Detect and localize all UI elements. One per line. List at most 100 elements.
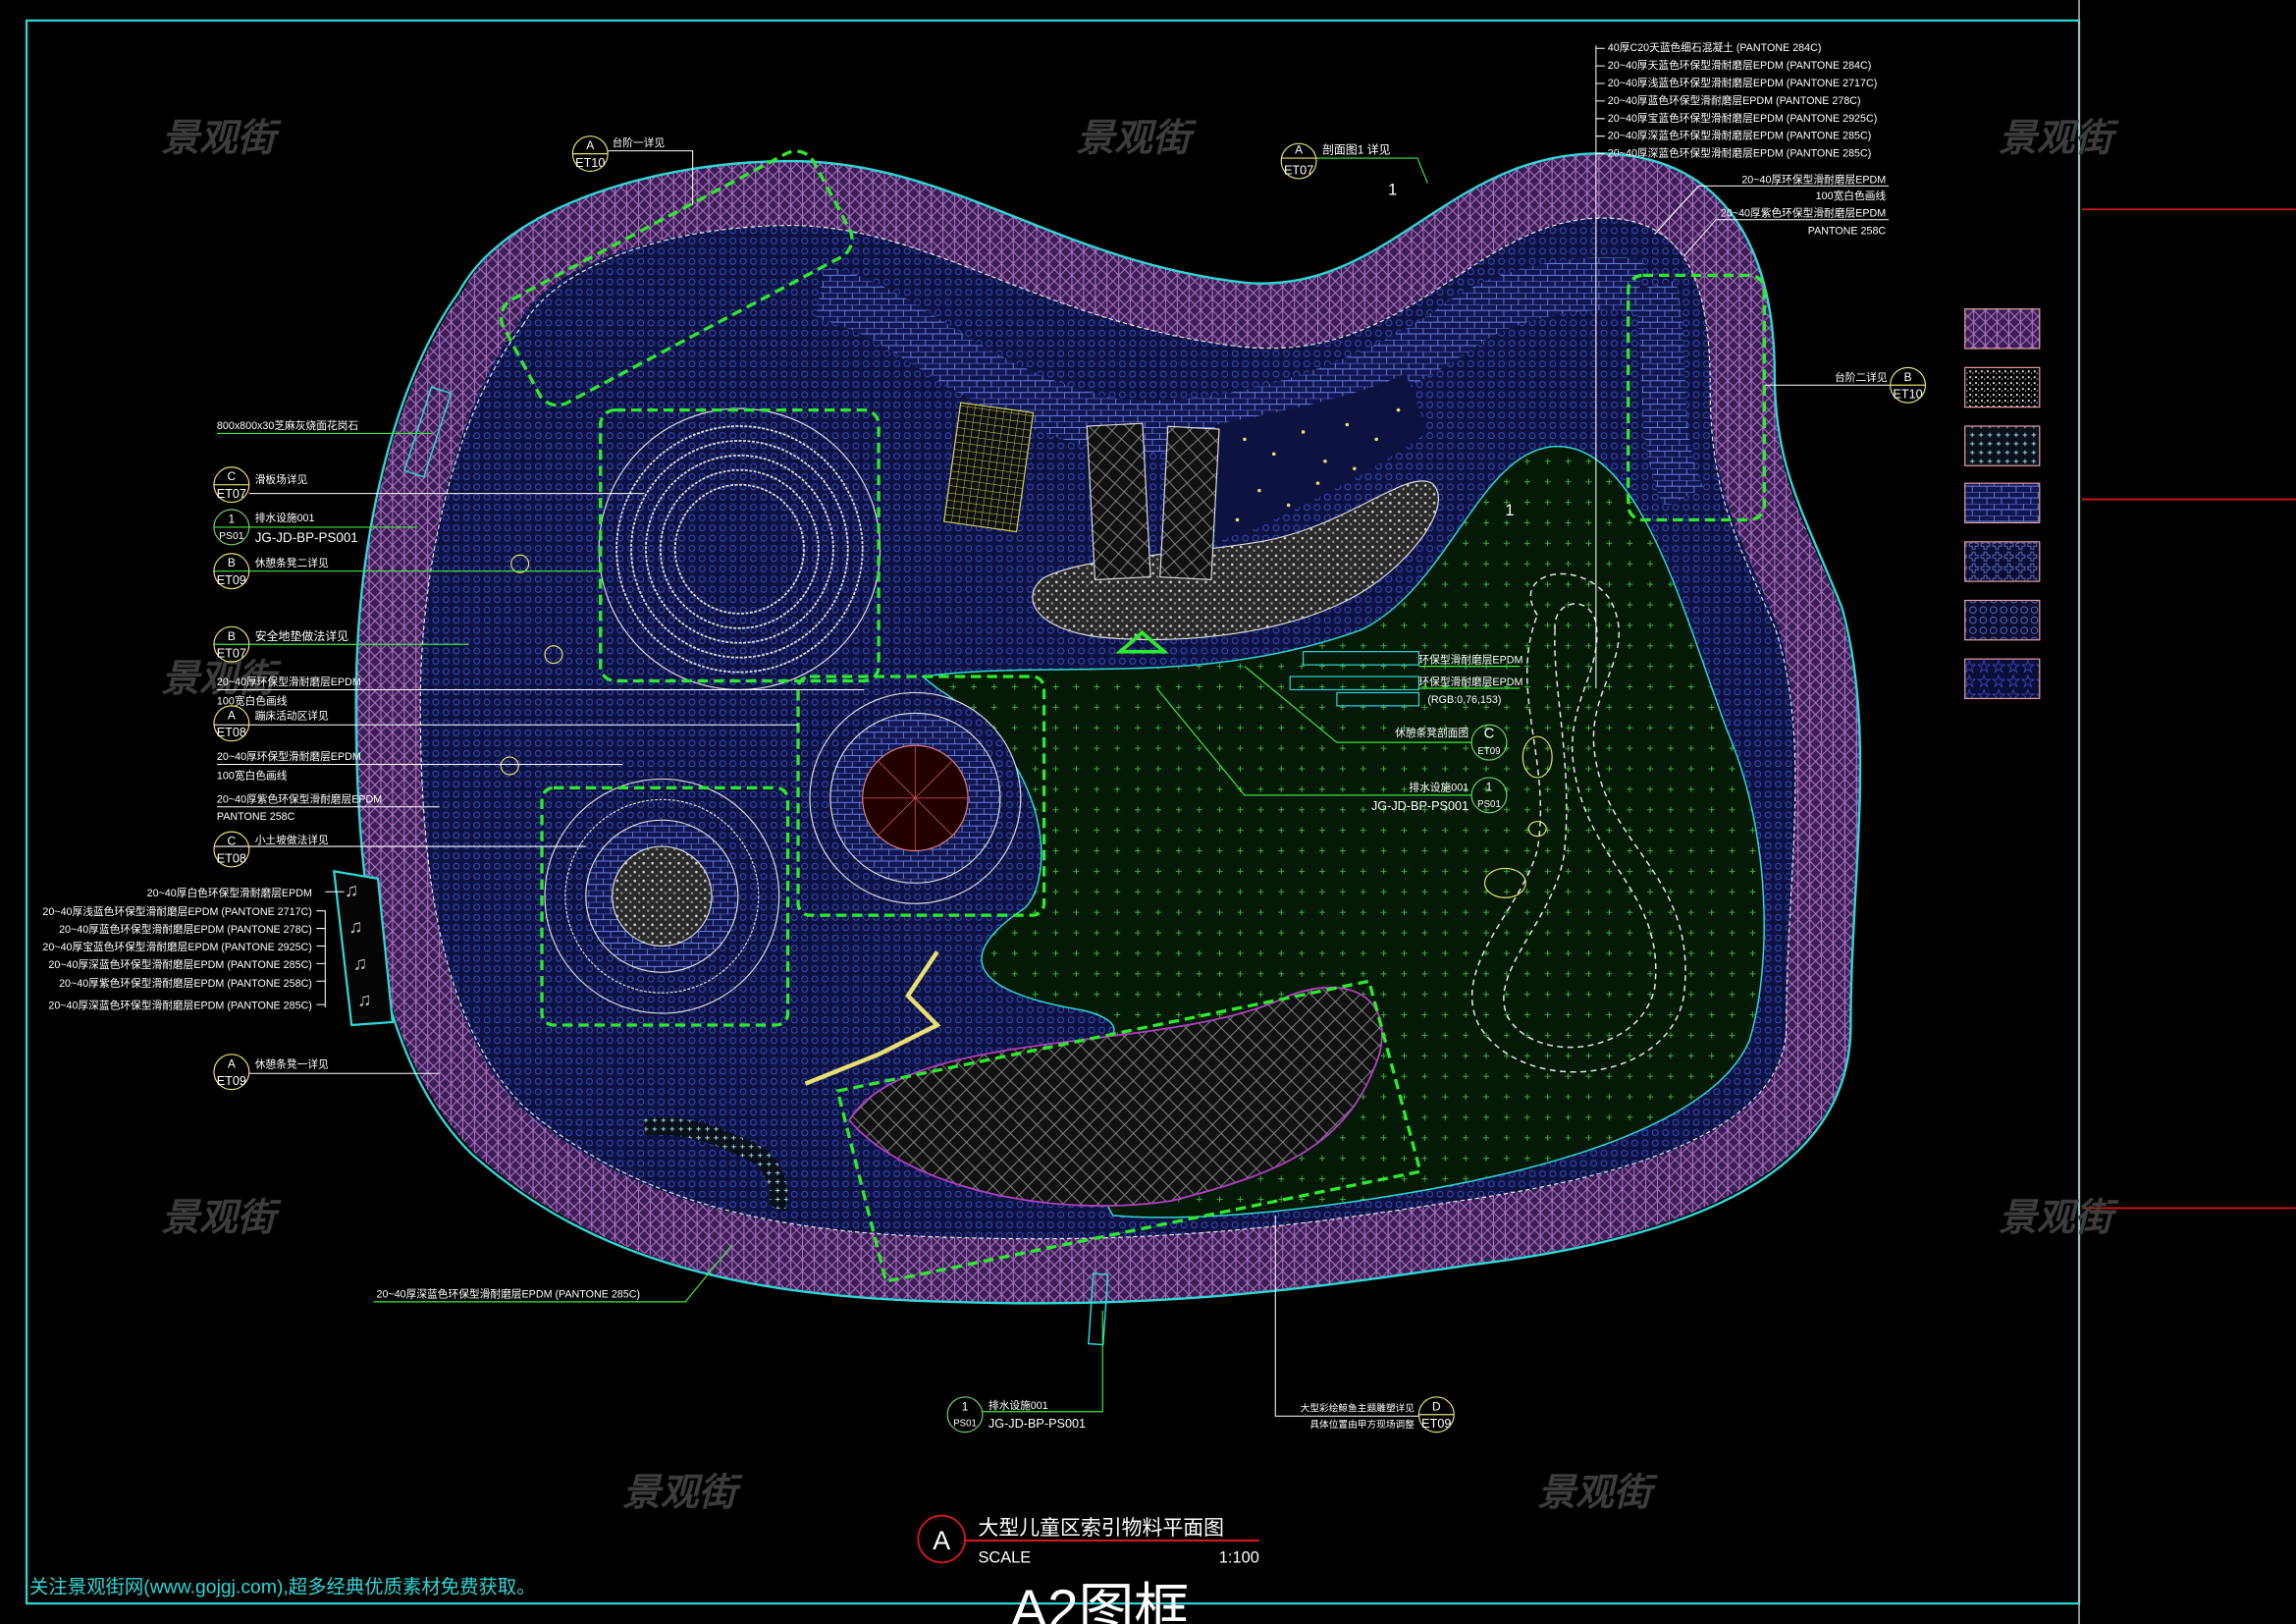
callout-bench1: A ET09 休憩条凳一详见 <box>213 1054 440 1091</box>
watermark: 景观街 <box>1999 118 2120 160</box>
watermark: 景观街 <box>1537 1472 1659 1514</box>
svg-text:D: D <box>1432 1399 1441 1413</box>
note: 20~40厚紫色环保型滑耐磨层EPDM <box>1721 207 1886 220</box>
svg-text:PS01: PS01 <box>953 1419 977 1430</box>
svg-text:ET08: ET08 <box>217 851 246 865</box>
material-label: 40厚C20天蓝色细石混凝土 (PANTONE 284C) <box>1608 41 1822 54</box>
top-material-list: 40厚C20天蓝色细石混凝土 (PANTONE 284C) 20~40厚天蓝色环… <box>1595 41 1877 688</box>
svg-text:ET07: ET07 <box>217 487 246 501</box>
svg-text:20~40厚紫色环保型滑耐磨层EPDM (PANTONE 2: 20~40厚紫色环保型滑耐磨层EPDM (PANTONE 258C) <box>59 977 312 990</box>
svg-text:ET09: ET09 <box>1477 746 1500 757</box>
svg-text:蹦床活动区详见: 蹦床活动区详见 <box>255 709 329 722</box>
svg-text:排水设施001: 排水设施001 <box>255 512 315 524</box>
svg-text:ET08: ET08 <box>217 726 246 739</box>
svg-text:滑板场详见: 滑板场详见 <box>255 473 308 486</box>
svg-text:JG-JD-BP-PS001: JG-JD-BP-PS001 <box>988 1417 1086 1431</box>
bottom-note: 20~40厚深蓝色环保型滑耐磨层EPDM (PANTONE 285C) <box>377 1287 641 1300</box>
hatch-legend <box>1964 308 2041 700</box>
svg-text:大型彩绘鲸鱼主题雕塑详见: 大型彩绘鲸鱼主题雕塑详见 <box>1301 1402 1415 1415</box>
svg-text:20~40厚环保型滑耐磨层EPDM: 20~40厚环保型滑耐磨层EPDM <box>217 750 361 763</box>
svg-text:B: B <box>228 629 236 643</box>
watermark: 景观街 <box>622 1472 744 1514</box>
zone-boundary <box>540 785 790 1027</box>
trampoline-circle <box>809 691 1022 904</box>
zone-boundary <box>796 675 1046 917</box>
svg-text:ET10: ET10 <box>575 156 605 170</box>
watermark: 景观街 <box>161 658 283 700</box>
material-label: 20~40厚蓝色环保型滑耐磨层EPDM (PANTONE 278C) <box>1608 94 1861 107</box>
callout-drain-right: 1 PS01 排水设施001 JG-JD-BP-PS001 <box>1155 687 1508 814</box>
climbing-net <box>943 402 1035 533</box>
music-note-icon: ♫ <box>345 880 359 901</box>
svg-text:JG-JD-BP-PS001: JG-JD-BP-PS001 <box>1371 799 1468 813</box>
drawing-frame <box>25 0 2296 1624</box>
watermark: 景观街 <box>161 118 283 160</box>
watermark: 景观街 <box>1999 1197 2120 1239</box>
material-label: 20~40厚天蓝色环保型滑耐磨层EPDM (PANTONE 284C) <box>1608 59 1872 72</box>
svg-text:A: A <box>228 708 236 722</box>
svg-text:100宽白色画线: 100宽白色画线 <box>217 769 288 782</box>
svg-text:1: 1 <box>962 1399 969 1413</box>
zone-boundary <box>599 407 881 683</box>
watermark: 景观街 <box>1076 118 1198 160</box>
svg-text:(RGB:0,76,153): (RGB:0,76,153) <box>1427 694 1501 706</box>
footer-note: 关注景观街网(www.gojgj.com),超多经典优质素材免费获取。 <box>29 1577 536 1598</box>
svg-text:A: A <box>586 138 594 152</box>
top-right-notes: 20~40厚环保型滑耐磨层EPDM 100宽白色画线 20~40厚紫色环保型滑耐… <box>1654 173 1890 257</box>
section-mark: 1 <box>1388 181 1397 198</box>
material-label: 20~40厚宝蓝色环保型滑耐磨层EPDM (PANTONE 2925C) <box>1608 112 1877 125</box>
mound-circle <box>544 778 780 1014</box>
drawing-scale: 1:100 <box>1219 1548 1259 1566</box>
callout-section1: A ET07 剖面图1 详见 <box>1280 142 1428 184</box>
note: 100宽白色画线 <box>1816 189 1887 202</box>
balance-beam <box>1086 422 1151 581</box>
svg-text:20~40厚白色环保型滑耐磨层EPDM: 20~40厚白色环保型滑耐磨层EPDM <box>147 887 312 899</box>
svg-text:休憩条凳二详见: 休憩条凳二详见 <box>255 557 329 569</box>
svg-text:1: 1 <box>229 512 236 525</box>
svg-text:ET09: ET09 <box>217 573 246 587</box>
note: 20~40厚环保型滑耐磨层EPDM <box>1741 173 1886 186</box>
svg-text:A: A <box>228 1056 236 1070</box>
svg-text:1: 1 <box>1486 780 1493 793</box>
svg-text:ET10: ET10 <box>1893 388 1922 402</box>
music-note-icon: ♫ <box>353 952 368 974</box>
svg-text:20~40厚深蓝色环保型滑耐磨层EPDM (PANTONE: 20~40厚深蓝色环保型滑耐磨层EPDM (PANTONE 285C) <box>48 958 312 971</box>
svg-text:SCALE: SCALE <box>978 1548 1031 1566</box>
svg-text:小土坡做法详见: 小土坡做法详见 <box>255 834 329 846</box>
watermark: 景观街 <box>161 1197 283 1239</box>
svg-text:20~40厚环保型滑耐磨层EPDM: 20~40厚环保型滑耐磨层EPDM <box>217 676 361 688</box>
music-note-icon: ♫ <box>357 990 372 1011</box>
left-material-list: 20~40厚白色环保型滑耐磨层EPDM 20~40厚浅蓝色环保型滑耐磨层EPDM… <box>42 887 345 1012</box>
svg-text:休憩条凳剖面图: 休憩条凳剖面图 <box>1395 727 1468 739</box>
zone-boundary <box>1627 273 1767 522</box>
section-mark: 1 <box>1505 502 1514 519</box>
svg-text:C: C <box>228 835 237 848</box>
material-label: 20~40厚深蓝色环保型滑耐磨层EPDM (PANTONE 285C) <box>1608 147 1872 160</box>
drawing-name: 大型儿童区索引物料平面图 <box>978 1517 1223 1540</box>
svg-text:100宽白色画线: 100宽白色画线 <box>217 694 288 707</box>
ripple-circle <box>598 407 881 691</box>
svg-text:安全地垫做法详见: 安全地垫做法详见 <box>255 629 348 643</box>
svg-text:C: C <box>1484 727 1495 742</box>
callout-step1: A ET10 台阶一详见 <box>571 135 694 205</box>
svg-text:800x800x30芝麻灰烧面花岗石: 800x800x30芝麻灰烧面花岗石 <box>217 419 358 432</box>
svg-text:剖面图1 详见: 剖面图1 详见 <box>1322 143 1391 157</box>
svg-text:ET09: ET09 <box>217 1074 246 1088</box>
svg-text:环保型滑耐磨层EPDM: 环保型滑耐磨层EPDM <box>1418 654 1522 667</box>
svg-text:20~40厚深蓝色环保型滑耐磨层EPDM (PANTONE: 20~40厚深蓝色环保型滑耐磨层EPDM (PANTONE 285C) <box>48 1000 312 1012</box>
svg-text:休憩条凳一详见: 休憩条凳一详见 <box>255 1057 329 1070</box>
svg-text:PS01: PS01 <box>1477 799 1501 810</box>
left-annotations: 800x800x30芝麻灰烧面花岗石 C ET07 滑板场详见 1 PS01 排… <box>213 419 865 868</box>
svg-text:台阶一详见: 台阶一详见 <box>613 136 666 149</box>
svg-text:20~40厚蓝色环保型滑耐磨层EPDM (PANTONE 2: 20~40厚蓝色环保型滑耐磨层EPDM (PANTONE 278C) <box>59 923 312 936</box>
music-note-icon: ♫ <box>348 916 363 938</box>
callout-bench-section: C ET09 休憩条凳剖面图 <box>1244 666 1508 761</box>
callout-whale: D ET09 大型彩绘鲸鱼主题雕塑详见 具体位置由甲方现场调整 <box>1274 1215 1455 1434</box>
svg-text:PS01: PS01 <box>219 531 244 542</box>
svg-text:PANTONE 258C: PANTONE 258C <box>217 811 295 823</box>
lawn-area <box>920 446 1765 1218</box>
note: PANTONE 258C <box>1808 226 1887 238</box>
svg-text:20~40厚紫色环保型滑耐磨层EPDM: 20~40厚紫色环保型滑耐磨层EPDM <box>217 792 382 805</box>
svg-text:20~40厚浅蓝色环保型滑耐磨层EPDM (PANTONE: 20~40厚浅蓝色环保型滑耐磨层EPDM (PANTONE 2717C) <box>42 905 312 918</box>
